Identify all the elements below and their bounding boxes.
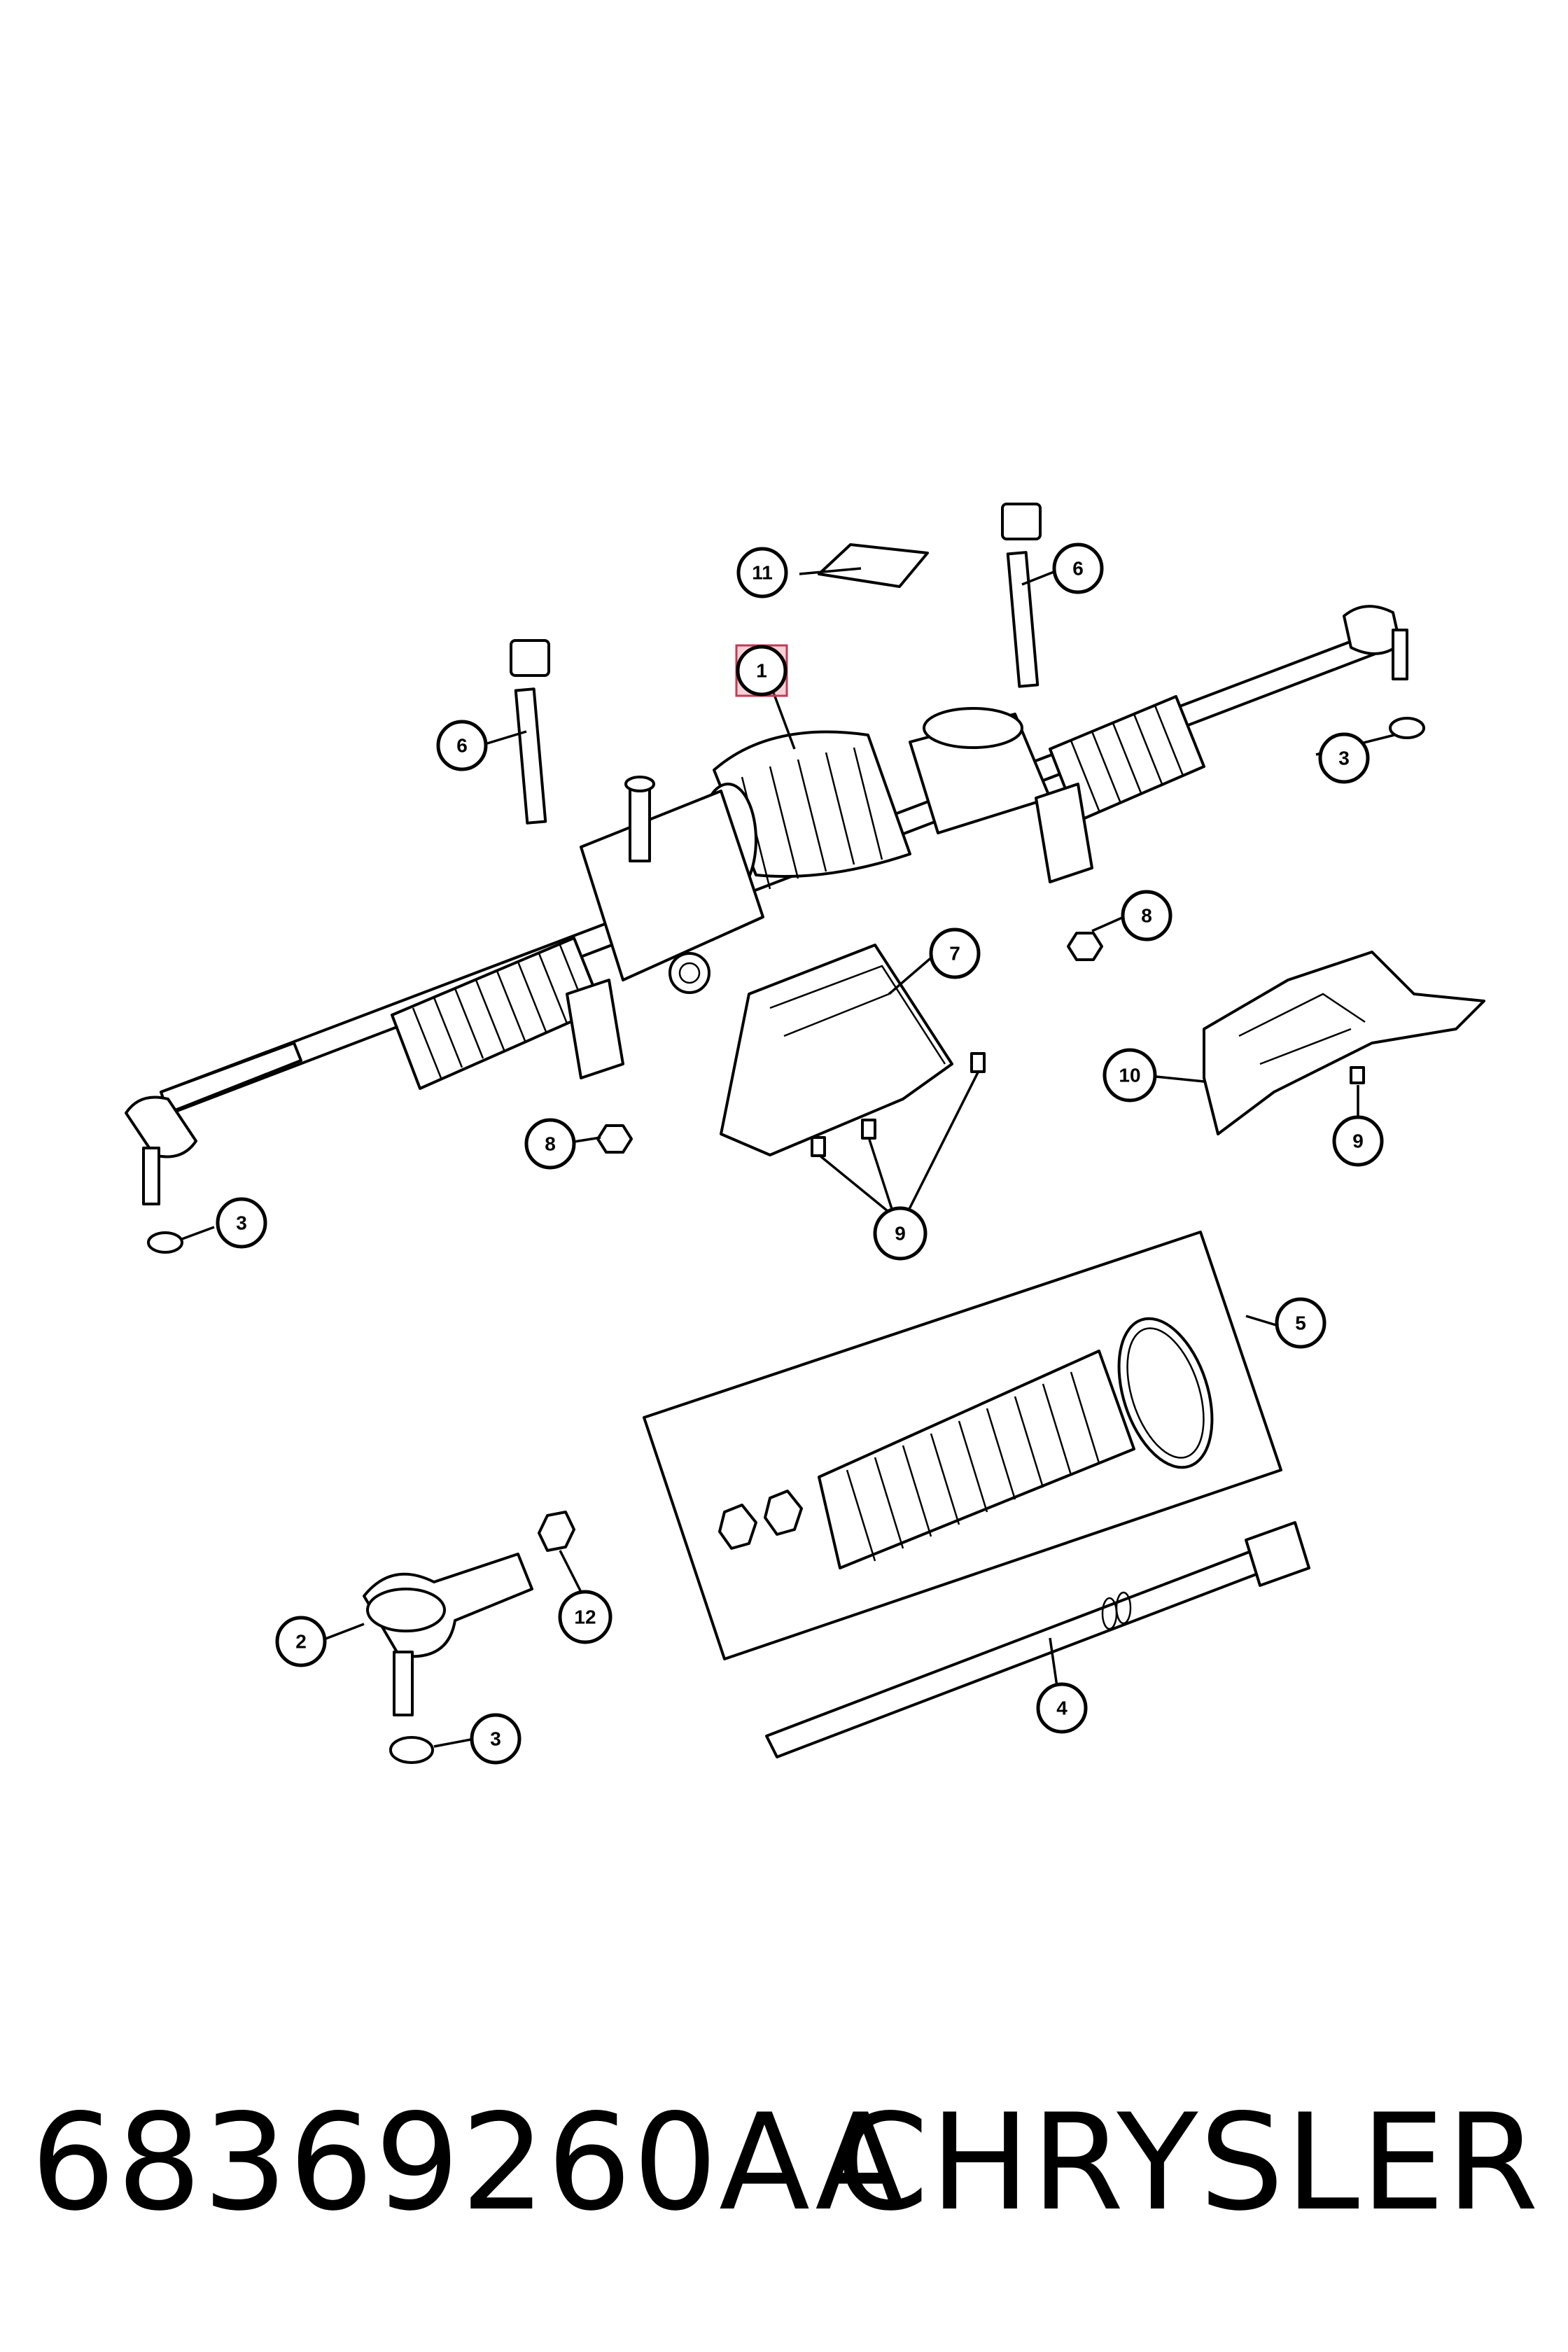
- callout-10[interactable]: 10: [1102, 1048, 1157, 1102]
- label-sheet: [818, 543, 929, 588]
- callout-8-left[interactable]: 8: [524, 1118, 576, 1170]
- callout-9-center-label: 9: [895, 1223, 906, 1245]
- callout-8-right-label: 8: [1141, 905, 1152, 927]
- callout-9-right[interactable]: 9: [1332, 1115, 1384, 1167]
- callout-6-right-label: 6: [1072, 558, 1084, 580]
- callout-3-bottom[interactable]: 3: [470, 1713, 522, 1765]
- callout-7[interactable]: 7: [929, 927, 981, 979]
- callout-3-right[interactable]: 3: [1318, 732, 1370, 784]
- outer-tie-rod-end: [363, 1553, 533, 1716]
- footer: 68369260AA CHRYSLER: [0, 2072, 1568, 2254]
- nut-8-right: [1067, 932, 1103, 961]
- callout-6-left-label: 6: [456, 735, 468, 757]
- splash-shield: [1203, 951, 1485, 1135]
- callout-2[interactable]: 2: [275, 1616, 327, 1667]
- callout-8-left-label: 8: [545, 1133, 556, 1155]
- callout-3-bottom-label: 3: [490, 1728, 501, 1750]
- mounting-bolt-left: [510, 639, 550, 825]
- steering-rack-assembly: [125, 605, 1408, 1205]
- callout-10-label: 10: [1119, 1065, 1140, 1086]
- callout-9-center[interactable]: 9: [873, 1206, 927, 1261]
- part-number: 68369260AA: [31, 2085, 908, 2240]
- callout-11[interactable]: 11: [736, 547, 788, 598]
- callout-2-label: 2: [295, 1631, 307, 1653]
- callout-6-left[interactable]: 6: [436, 720, 488, 771]
- callout-4-label: 4: [1056, 1698, 1068, 1719]
- small-bolts-9: [811, 1052, 1365, 1157]
- inner-tie-rod: [765, 1521, 1310, 1758]
- callout-1[interactable]: 1: [736, 645, 788, 696]
- callout-7-label: 7: [949, 943, 960, 965]
- callout-4[interactable]: 4: [1036, 1682, 1088, 1734]
- callout-5[interactable]: 5: [1275, 1297, 1326, 1349]
- mounting-bolt-right: [1001, 503, 1042, 688]
- jam-nut-12: [538, 1511, 575, 1552]
- callout-11-label: 11: [752, 562, 773, 584]
- brand-name: CHRYSLER: [836, 2085, 1540, 2240]
- callout-1-label: 1: [756, 660, 767, 682]
- callout-3-right-label: 3: [1338, 748, 1350, 769]
- callout-9-right-label: 9: [1352, 1130, 1364, 1152]
- callout-8-right[interactable]: 8: [1121, 890, 1172, 941]
- heat-shield-cover: [720, 944, 953, 1156]
- nut-8-left: [596, 1124, 633, 1154]
- callout-5-label: 5: [1295, 1312, 1306, 1334]
- gear-housing: [580, 707, 1051, 981]
- washers-3: [147, 717, 1425, 1764]
- callout-3-left-label: 3: [236, 1212, 247, 1234]
- callout-6-right[interactable]: 6: [1052, 542, 1104, 594]
- callout-3-left[interactable]: 3: [216, 1197, 267, 1249]
- boot-kit-box: [643, 1231, 1282, 1660]
- callout-12-label: 12: [574, 1606, 596, 1628]
- callout-12[interactable]: 12: [558, 1590, 612, 1644]
